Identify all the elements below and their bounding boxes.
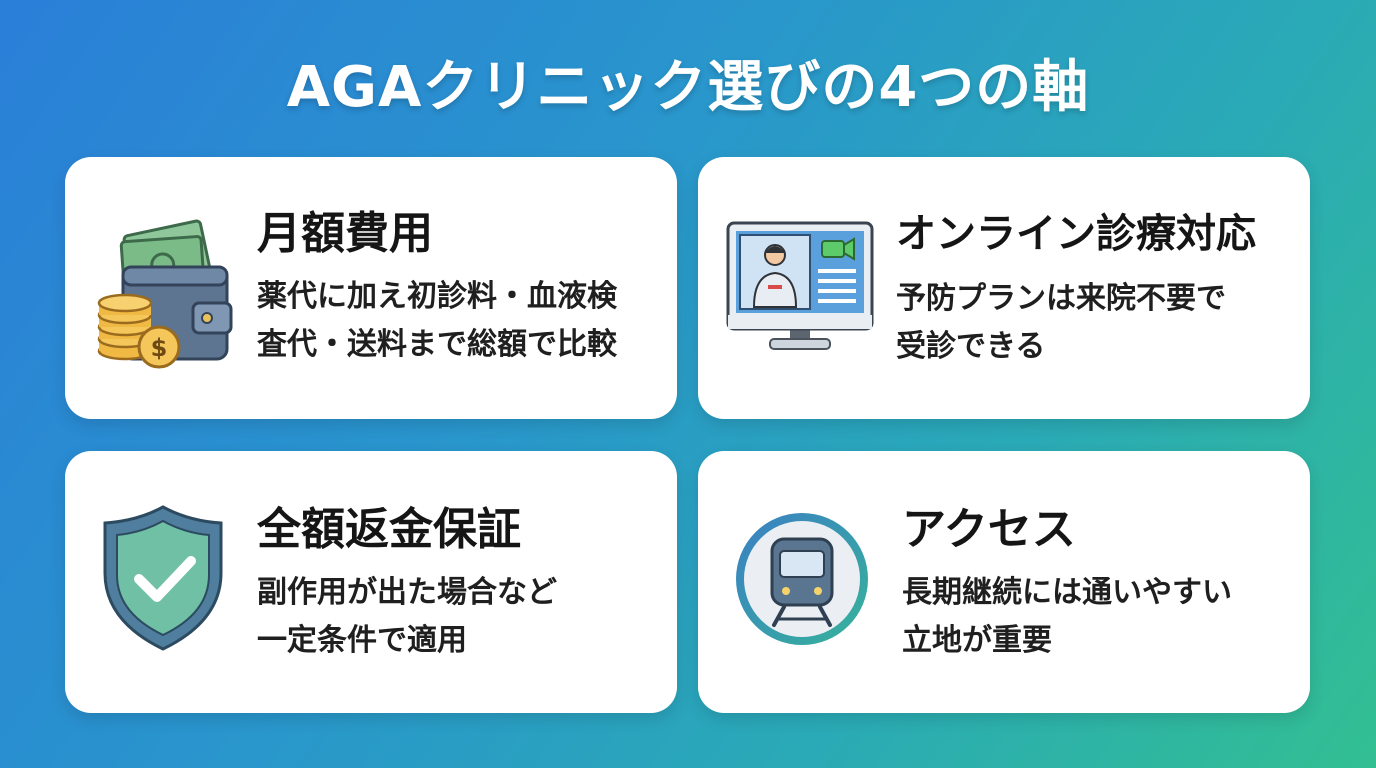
card-description-line: 受診できる xyxy=(896,329,1046,364)
card-description: 長期継続には通いやすい 立地が重要 xyxy=(902,569,1232,665)
card-description-line: 予防プランは来院不要で xyxy=(896,281,1226,316)
card-title: アクセス xyxy=(902,504,1076,555)
card-online-consultation: オンライン診療対応 予防プランは来院不要で 受診できる xyxy=(698,157,1310,419)
card-description-line: 査代・送料まで総額で比較 xyxy=(257,327,617,362)
card-title: 月額費用 xyxy=(257,208,433,259)
card-title: 全額返金保証 xyxy=(257,504,521,555)
card-refund-guarantee: 全額返金保証 副作用が出た場合など 一定条件で適用 xyxy=(65,451,677,713)
train-icon xyxy=(732,509,872,649)
card-title: オンライン診療対応 xyxy=(896,211,1256,257)
card-monthly-cost: $ 月額費用 薬代に加え初診料・血液検 査代・送料まで総額で比較 xyxy=(65,157,677,419)
wallet-money-icon: $ xyxy=(83,209,233,369)
card-access: アクセス 長期継続には通いやすい 立地が重要 xyxy=(698,451,1310,713)
card-description: 薬代に加え初診料・血液検 査代・送料まで総額で比較 xyxy=(257,273,617,369)
card-description-line: 薬代に加え初診料・血液検 xyxy=(257,279,617,314)
page-title: AGAクリニック選びの4つの軸 xyxy=(286,55,1090,120)
svg-text:$: $ xyxy=(151,334,168,362)
card-description-line: 長期継続には通いやすい xyxy=(902,575,1232,610)
card-description: 副作用が出た場合など 一定条件で適用 xyxy=(257,569,557,665)
card-description-line: 副作用が出た場合など xyxy=(257,575,557,610)
online-consultation-monitor-icon xyxy=(724,219,876,359)
card-description-line: 一定条件で適用 xyxy=(257,623,467,658)
shield-check-icon xyxy=(99,503,227,653)
card-description-line: 立地が重要 xyxy=(902,623,1052,658)
card-description: 予防プランは来院不要で 受診できる xyxy=(896,275,1226,371)
